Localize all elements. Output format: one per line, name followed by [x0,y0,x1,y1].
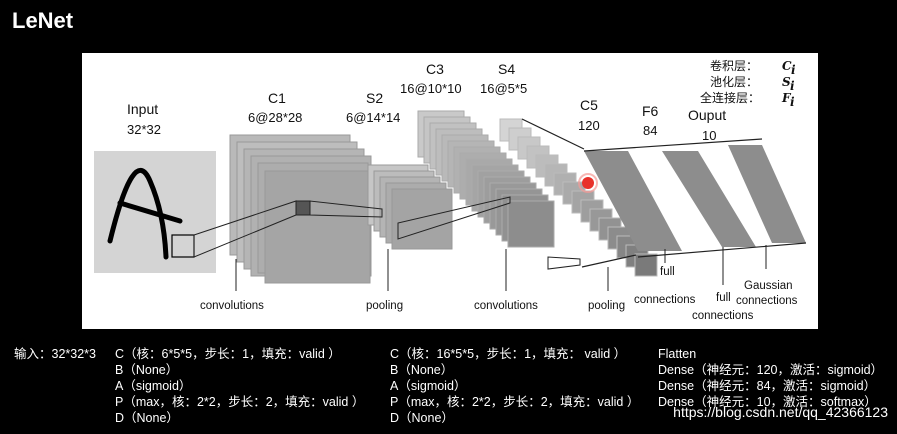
note-line: B（None） [390,362,639,378]
note-line: B（None） [115,362,364,378]
op-full1-label-b: connections [634,294,696,306]
selection-marker [582,177,594,189]
source-watermark: https://blog.csdn.net/qq_42366123 [673,404,888,420]
note-line: C（核：6*5*5，步长：1，填充：valid ） [115,346,364,362]
legend-fc-sub: i [790,95,795,109]
note-line: A（sigmoid） [115,378,364,394]
note-line: D（None） [390,410,639,426]
layer-s2-name: S2 [366,90,383,106]
layer-input-shape: 32*32 [127,122,161,137]
layer-s4-shape: 16@5*5 [480,81,527,96]
op-full1-label-a: full [660,266,675,278]
op-gauss-label-b: connections [736,295,798,307]
note-line: P（max，核：2*2，步长：2，填充：valid ） [115,394,364,410]
op-full2-label-b: connections [692,310,754,322]
notes-dense-column: Flatten Dense（神经元：120，激活：sigmoid） Dense（… [658,346,883,410]
note-line: C（核：16*5*5，步长：1，填充： valid ） [390,346,639,362]
op-full2-label-a: full [716,292,731,304]
layer-f6-shape: 84 [643,123,657,138]
pool2-projection [548,257,580,269]
notes-block2-column: C（核：16*5*5，步长：1，填充： valid ） B（None） A（si… [390,346,639,426]
note-line: Flatten [658,346,883,362]
notes-input-column: 输入：32*32*3 [14,346,96,362]
layer-s4-name: S4 [498,61,515,77]
layer-c1-name: C1 [268,90,286,106]
layer-type-legend: 卷积层： C i 池化层： S i 全连接层： F i [700,58,796,109]
note-line: Dense（神经元：120，激活：sigmoid） [658,362,883,378]
c1-feature-maps [230,135,371,283]
note-line: D（None） [115,410,364,426]
layer-c3-shape: 16@10*10 [400,81,462,96]
legend-conv-label: 卷积层： [710,58,758,73]
legend-pool-sub: i [790,79,795,93]
layer-c5-name: C5 [580,97,598,113]
lenet-diagram: Input 32*32 C1 6@28*28 S2 6@14*14 C3 16@… [82,53,818,329]
note-line: 输入：32*32*3 [14,346,96,362]
legend-conv-sub: i [791,63,796,77]
note-line: Dense（神经元：84，激活：sigmoid） [658,378,883,394]
op-conv2-label: convolutions [474,300,538,312]
legend-fc-label: 全连接层： [700,90,760,105]
c1-receptive-field [296,201,310,215]
lenet-diagram-panel: Input 32*32 C1 6@28*28 S2 6@14*14 C3 16@… [82,53,818,329]
layer-c5-shape: 120 [578,118,600,133]
notes-block1-column: C（核：6*5*5，步长：1，填充：valid ） B（None） A（sigm… [115,346,364,426]
page-title: LeNet [12,8,73,34]
layer-c3-name: C3 [426,61,444,77]
op-pool2-label: pooling [588,300,625,312]
layer-s2-shape: 6@14*14 [346,110,400,125]
layer-output-name: Ouput [688,107,726,123]
op-conv1-label: convolutions [200,300,264,312]
layer-output-shape: 10 [702,128,716,143]
s2-feature-maps [368,165,452,249]
layer-input-name: Input [127,101,158,117]
layer-c1-shape: 6@28*28 [248,110,302,125]
legend-pool-label: 池化层： [710,75,758,89]
op-pool1-label: pooling [366,300,403,312]
layer-f6-name: F6 [642,103,659,119]
op-gauss-label-a: Gaussian [744,280,793,292]
note-line: P（max，核：2*2，步长：2，填充：valid ） [390,394,639,410]
note-line: A（sigmoid） [390,378,639,394]
